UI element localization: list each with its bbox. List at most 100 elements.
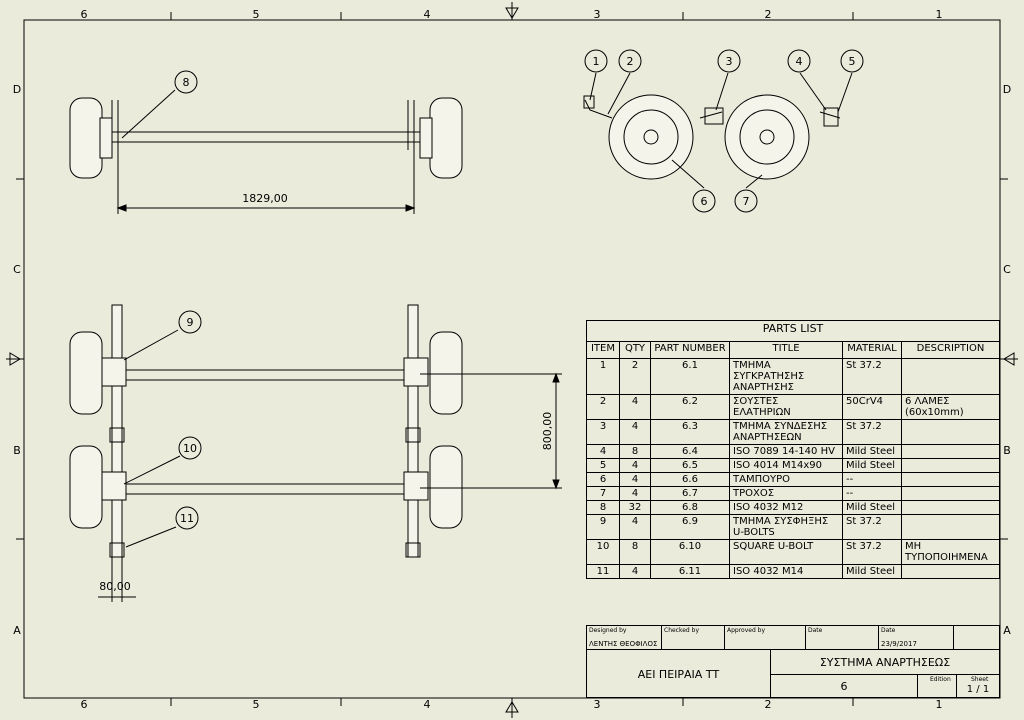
zone-row-label: A [13,624,21,637]
zone-col-label: 1 [936,8,943,21]
parts-list-title: PARTS LIST [586,320,1000,342]
bracket [109,427,125,443]
balloon-number: 10 [183,442,197,455]
approved-by-cell: Approved by [724,625,806,650]
balloon [787,49,811,73]
parts-cell-part: 6.5 [650,458,730,473]
parts-cell-title: ΤΜΗΜΑ ΣΥΣΦΗΞΗΣ U-BOLTS [729,514,843,540]
wheel [69,445,103,529]
zone-col-label: 6 [81,698,88,711]
col-header: ITEM [586,341,620,359]
zone-col-label: 3 [594,8,601,21]
parts-cell-qty: 4 [619,472,651,487]
parts-cell-material: Mild Steel [842,500,902,515]
parts-cell-title: ΣΟΥΣΤΕΣ ΕΛΑΤΗΡΙΩΝ [729,394,843,420]
col-header: DESCRIPTION [901,341,1000,359]
dimension-axle-spacing [420,372,562,490]
parts-cell-desc [901,486,1000,501]
parts-cell-desc [901,444,1000,459]
designed-by-cell: Designed by ΛΕΝΤΗΣ ΘΕΟΦΙΛΟΣ [586,625,662,650]
parts-cell-material: St 37.2 [842,539,902,565]
parts-cell-desc [901,458,1000,473]
zone-row-label: D [1003,83,1011,96]
zone-col-label: 5 [253,698,260,711]
drawing-title: ΣΥΣΤΗΜΑ ΑΝΑΡΤΗΣΕΩΣ [819,656,951,669]
parts-cell-qty: 4 [619,419,651,445]
checked-by-label: Checked by [664,627,700,634]
edition-cell: Edition [917,674,957,698]
date2-label: Date [881,627,896,634]
balloon-number: 7 [743,195,750,208]
balloon [584,49,608,73]
approved-by-label: Approved by [727,627,766,634]
balloon [717,49,741,73]
parts-cell-qty: 4 [619,564,651,579]
chassis-rail [407,304,419,558]
parts-cell-material: St 37.2 [842,419,902,445]
hub [101,471,127,501]
side-view [583,94,841,180]
col-header: TITLE [729,341,843,359]
balloon [178,310,202,334]
designed-by-value: ΛΕΝΤΗΣ ΘΕΟΦΙΛΟΣ [589,640,658,648]
zone-row-label: C [13,263,21,276]
balloon [692,189,716,213]
balloon-number: 5 [849,55,856,68]
balloon-number: 11 [180,512,194,525]
parts-cell-qty: 4 [619,394,651,420]
balloon [178,436,202,460]
zone-row-label: B [13,444,21,457]
balloon [174,70,198,94]
parts-cell-qty: 8 [619,444,651,459]
bracket [405,542,421,558]
parts-cell-item: 7 [586,486,620,501]
parts-list: PARTS LIST ITEM QTY PART NUMBER TITLE MA… [586,320,1000,579]
parts-cell-desc: 6 ΛΑΜΕΣ (60x10mm) [901,394,1000,420]
checked-by-cell: Checked by [661,625,725,650]
col-header: PART NUMBER [650,341,730,359]
parts-cell-title: ISO 4032 M14 [729,564,843,579]
hub [403,471,429,501]
parts-cell-part: 6.4 [650,444,730,459]
sheet-cell: Sheet 1 / 1 [956,674,1000,698]
parts-cell-part: 6.2 [650,394,730,420]
wheel [429,445,463,529]
blank-cell [953,625,1000,650]
balloon-number: 8 [183,76,190,89]
balloon [175,506,199,530]
date-value: 23/9/2017 [881,640,917,648]
parts-cell-desc [901,419,1000,445]
axle-spacing-value: 800,00 [541,412,554,451]
parts-cell-part: 6.11 [650,564,730,579]
parts-cell-qty: 4 [619,486,651,501]
dimension-track-width [116,150,416,214]
parts-cell-desc: ΜΗ ΤΥΠΟΠΟΙΗΜΕΝΑ [901,539,1000,565]
parts-cell-item: 10 [586,539,620,565]
parts-cell-desc [901,500,1000,515]
hanger-front [583,95,595,109]
zone-col-label: 1 [936,698,943,711]
school-name: ΑΕΙ ΠΕΙΡΑΙΑ ΤΤ [637,668,720,681]
hub [99,117,113,159]
zone-col-label: 4 [424,8,431,21]
parts-cell-item: 8 [586,500,620,515]
wheel [724,94,810,180]
parts-cell-item: 1 [586,358,620,395]
parts-cell-material: St 37.2 [842,358,902,395]
parts-cell-part: 6.10 [650,539,730,565]
parts-cell-material: St 37.2 [842,514,902,540]
parts-cell-part: 6.3 [650,419,730,445]
parts-cell-desc [901,358,1000,395]
wheel [608,94,694,180]
chassis-rail [111,304,123,558]
parts-cell-material: Mild Steel [842,458,902,473]
parts-cell-material: -- [842,472,902,487]
parts-cell-part: 6.6 [650,472,730,487]
parts-cell-title: ΤΡΟΧΟΣ [729,486,843,501]
